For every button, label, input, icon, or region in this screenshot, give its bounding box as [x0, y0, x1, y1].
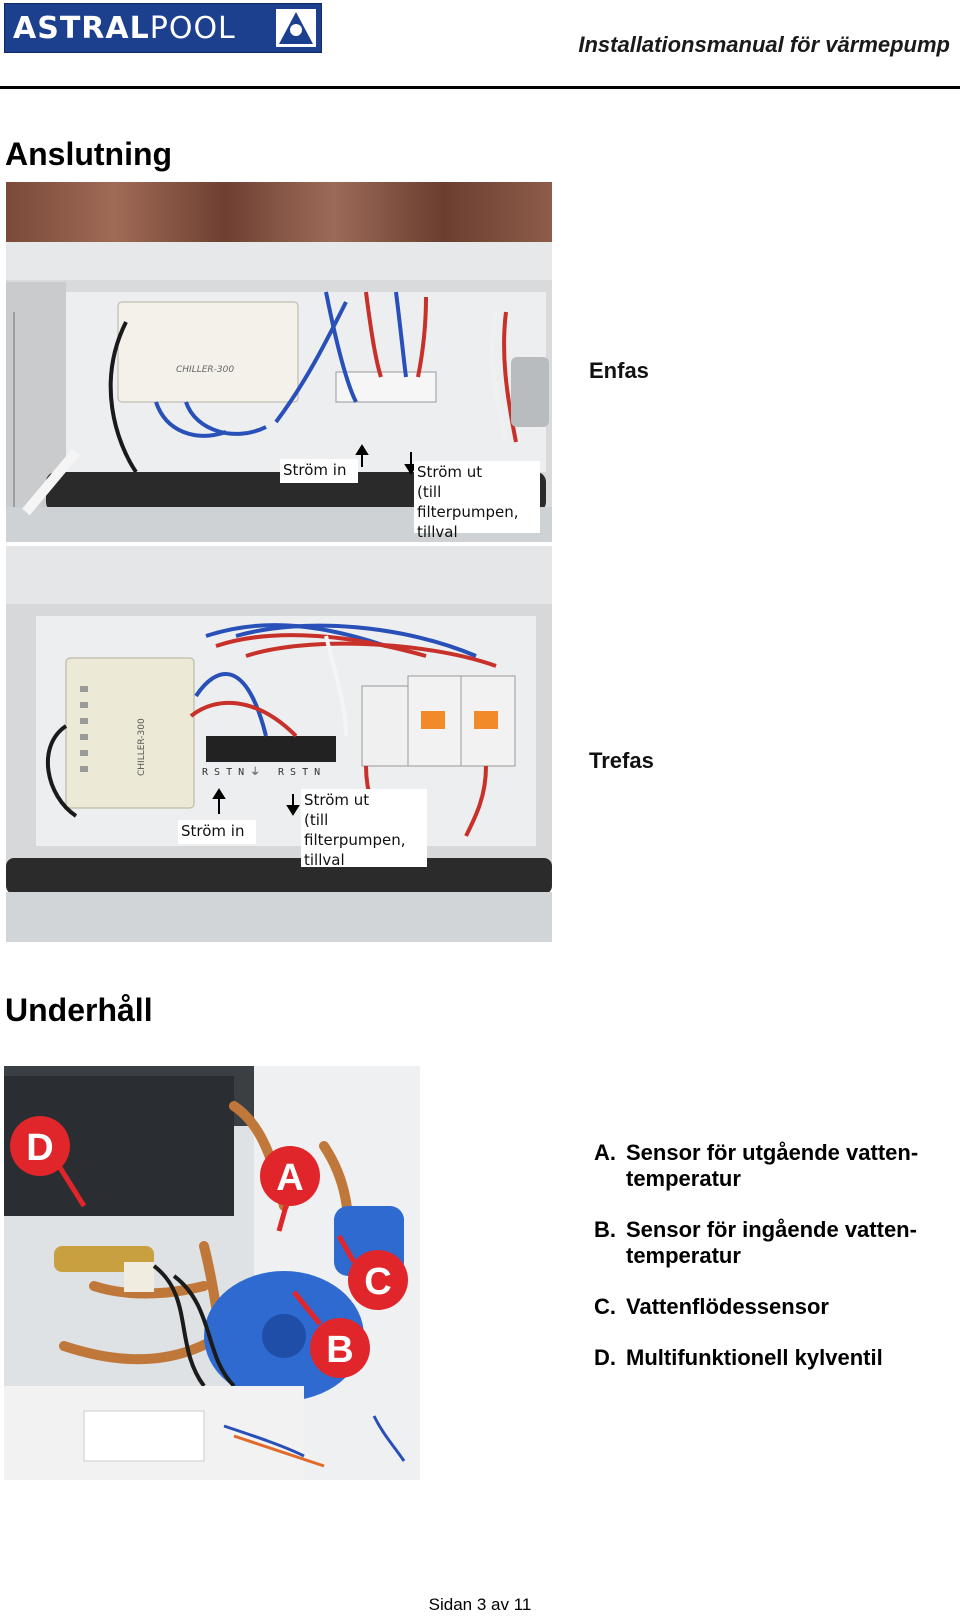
logo-wordmark-light: POOL [149, 11, 236, 46]
legend-text: Multifunktionell kylventil [626, 1345, 883, 1370]
page-number: Sidan 3 av 11 [428, 1595, 532, 1614]
power-in-label-3ph: Ström in [178, 820, 256, 844]
power-out-3ph-line-3: tillval [304, 851, 345, 869]
power-out-line-1: Ström ut [417, 463, 483, 481]
logo-wordmark: ASTRALPOOL [13, 11, 236, 47]
marker-a-letter: A [276, 1157, 303, 1199]
header-divider [0, 86, 960, 89]
marker-c-icon: C [336, 1234, 408, 1310]
photo-single-phase-wiring: CHILLER-300 Ström in [6, 182, 552, 542]
legend-text: Sensor för utgående vatten-temperatur [626, 1140, 919, 1191]
component-legend: A. Sensor för utgående vatten-temperatur… [594, 1140, 949, 1396]
marker-b-letter: B [326, 1329, 353, 1371]
power-out-label: Ström ut (till filterpumpen, tillval [414, 461, 540, 541]
controller-label-3ph: CHILLER-300 [137, 718, 147, 776]
legend-item-d: D. Multifunktionell kylventil [594, 1345, 949, 1371]
legend-item-a: A. Sensor för utgående vatten-temperatur [594, 1140, 949, 1192]
caption-single-phase: Enfas [589, 358, 649, 383]
marker-d-letter: D [26, 1127, 53, 1169]
terminal-labels-left: R S T N ⏚ [202, 766, 260, 778]
marker-d-icon: D [10, 1116, 87, 1208]
legend-letter: C. [594, 1294, 616, 1319]
logo-symbol-icon [273, 6, 319, 50]
marker-c-letter: C [364, 1261, 391, 1303]
legend-item-c: C. Vattenflödessensor [594, 1294, 949, 1320]
marker-a-icon: A [260, 1146, 320, 1232]
power-in-label: Ström in [280, 459, 358, 483]
controller-label: CHILLER-300 [176, 365, 234, 375]
logo-wordmark-bold: ASTRAL [13, 11, 150, 46]
section-heading-connection: Anslutning [5, 136, 173, 172]
legend-text: Sensor för ingående vatten-temperatur [626, 1217, 917, 1268]
document-title: Installationsmanual för värmepump [578, 32, 950, 57]
photo-three-phase-wiring: CHILLER-300 R S T N ⏚ R S T N [6, 546, 552, 942]
legend-letter: A. [594, 1140, 616, 1165]
legend-text: Vattenflödessensor [626, 1294, 829, 1319]
terminal-labels-right: R S T N [278, 767, 320, 778]
power-out-3ph-line-2: (till filterpumpen, [304, 811, 406, 849]
power-out-line-3: tillval [417, 523, 458, 541]
power-out-line-2: (till filterpumpen, [417, 483, 519, 521]
photo-maintenance-components: D A C B [4, 1066, 420, 1480]
marker-b-icon: B [292, 1290, 370, 1378]
section-heading-maintenance: Underhåll [5, 992, 153, 1028]
legend-letter: B. [594, 1217, 616, 1242]
power-out-label-3ph: Ström ut (till filterpumpen, tillval [301, 789, 427, 869]
legend-letter: D. [594, 1345, 616, 1370]
legend-item-b: B. Sensor för ingående vatten-temperatur [594, 1217, 949, 1269]
power-out-3ph-line-1: Ström ut [304, 791, 370, 809]
astralpool-logo: ASTRALPOOL [4, 3, 322, 53]
caption-three-phase: Trefas [589, 748, 654, 773]
